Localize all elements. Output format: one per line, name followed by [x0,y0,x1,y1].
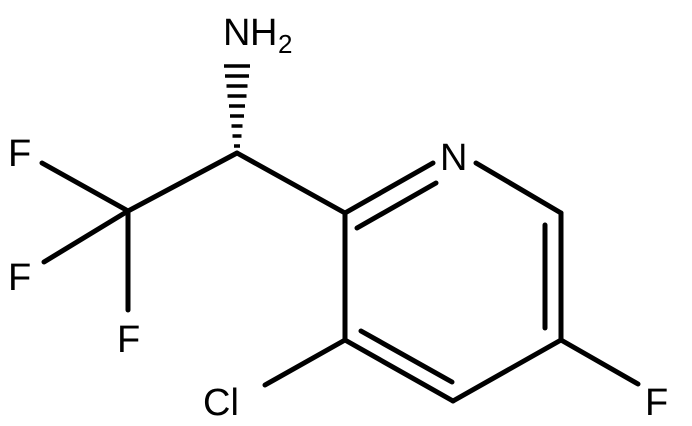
bond-c2-n1-inner [354,180,439,231]
bond-c4-c3-inner [358,328,455,385]
bonds [39,150,641,404]
amine-n-label: N [223,12,250,54]
bond-c3-cl [262,337,348,388]
bond-cf3-chiral [125,150,240,214]
chlorine-label: Cl [203,382,239,424]
atom-labels: N H 2 F F F N Cl F [8,12,668,424]
bond-chiral-ring [234,150,348,216]
bond-c5-f [558,337,641,387]
ring-fluorine-label: F [645,382,668,424]
bond-n1-c6 [473,160,564,216]
fluorine-1-label: F [8,133,31,175]
bond-cf3-f2 [41,208,131,265]
amine-h-label: H [250,12,277,54]
hashed-wedge-bond [224,64,250,148]
fluorine-3-label: F [117,319,140,361]
amine-subscript-label: 2 [278,29,292,59]
bond-c4-c3 [342,337,456,404]
bond-c5-c4 [450,337,564,404]
bond-c2-n1 [342,160,436,216]
bond-cf3-f1 [39,160,131,214]
fluorine-2-label: F [8,257,31,299]
ring-nitrogen-label: N [440,137,467,179]
